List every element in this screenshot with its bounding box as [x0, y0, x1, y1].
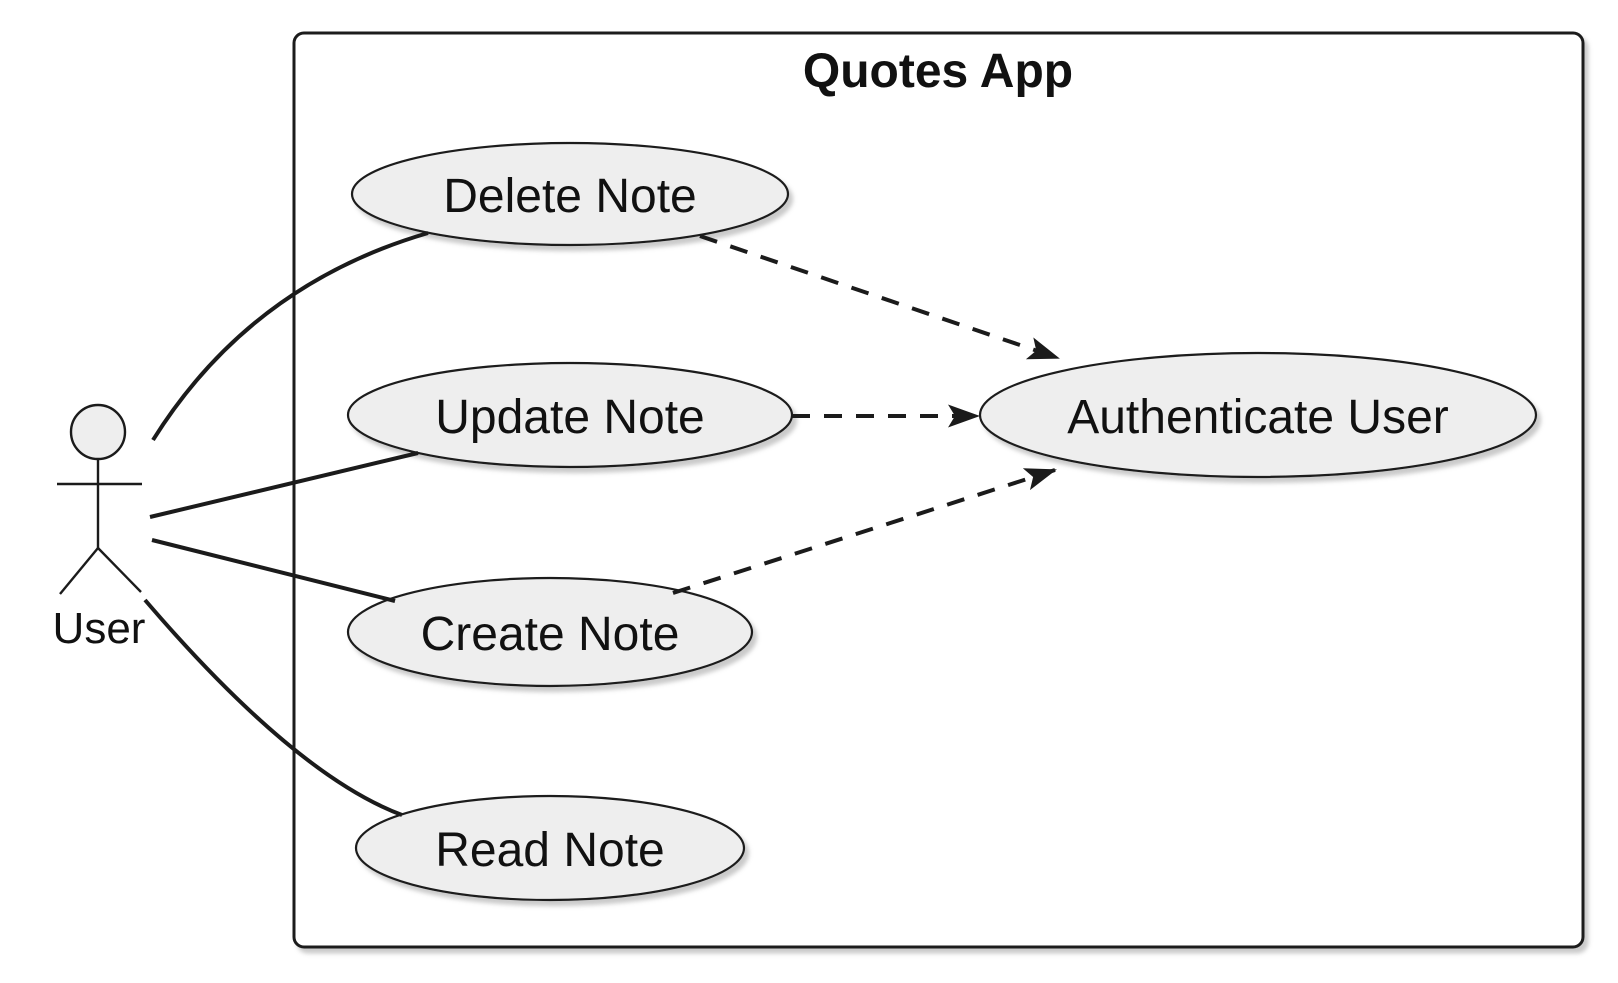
- system-title: Quotes App: [803, 45, 1073, 98]
- use-case-create-note: Create Note: [346, 576, 754, 688]
- read-note-ellipse: [354, 794, 746, 902]
- update-note-label: Update Note: [435, 391, 705, 444]
- use-case-update-note: Update Note: [346, 361, 794, 469]
- association-user-create-note: [151, 538, 396, 603]
- use-case-authenticate-user: Authenticate User: [978, 351, 1538, 479]
- actor-head: [69, 403, 127, 461]
- actor-label: User: [53, 604, 146, 653]
- use-case-read-note: Read Note: [354, 794, 746, 902]
- delete-note-ellipse: [350, 141, 790, 247]
- association-user-read-note: [143, 598, 403, 817]
- actor-leg-right: [97, 547, 142, 593]
- system-boundary-box: [292, 31, 1585, 949]
- dependency-create-note-authenticate: [672, 468, 1057, 595]
- association-user-delete-note: [151, 231, 429, 442]
- create-note-label: Create Note: [421, 608, 680, 661]
- association-user-update-note: [149, 451, 419, 519]
- read-note-label: Read Note: [435, 824, 664, 877]
- actor-leg-left: [59, 547, 99, 595]
- create-note-ellipse: [346, 576, 754, 688]
- delete-note-label: Delete Note: [443, 170, 696, 223]
- actor-user: User: [53, 403, 146, 653]
- use-case-delete-note: Delete Note: [350, 141, 790, 247]
- actor-icon: [57, 403, 142, 595]
- authenticate-user-ellipse: [978, 351, 1538, 479]
- authenticate-user-label: Authenticate User: [1067, 391, 1449, 444]
